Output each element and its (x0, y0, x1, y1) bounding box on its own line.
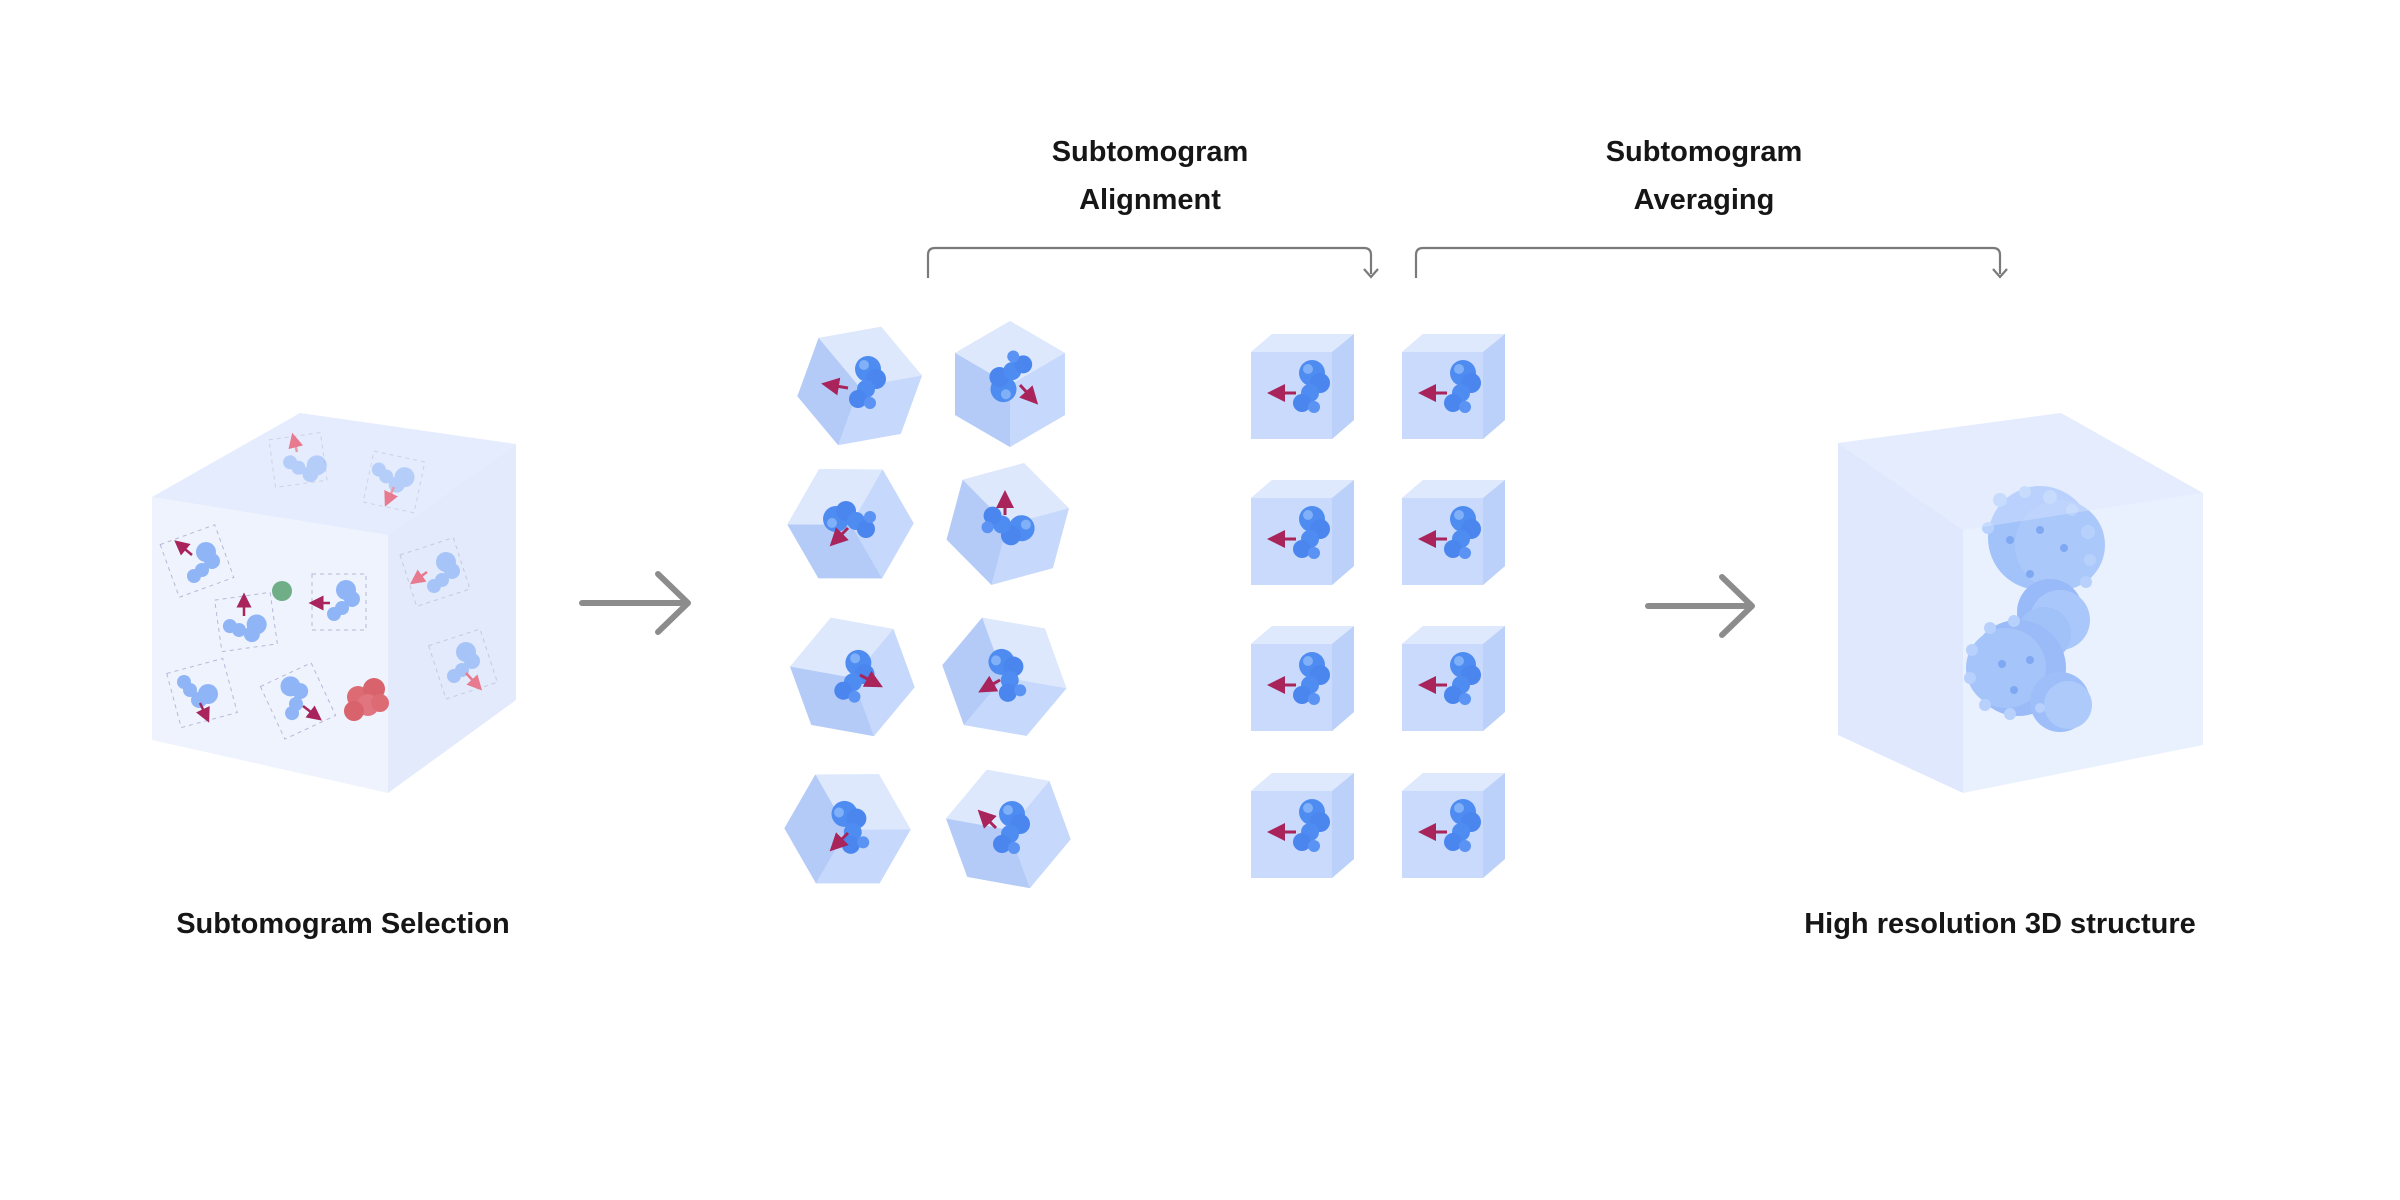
density-map (1964, 486, 2105, 732)
particle-1 (159, 524, 235, 598)
averaging-bracket (1414, 246, 2008, 279)
particle-6 (399, 537, 471, 607)
flow-arrow-2 (1645, 574, 1755, 638)
selection-label: Subtomogram Selection (176, 908, 510, 940)
particle-3 (308, 573, 367, 631)
particle-8 (268, 432, 331, 490)
particle-5 (259, 662, 337, 740)
result-volume (1838, 413, 2203, 793)
particle-9 (362, 450, 426, 514)
alignment-bracket (926, 246, 1379, 279)
green-particle (272, 581, 292, 601)
result-label: High resolution 3D structure (1804, 908, 2196, 940)
red-particle (344, 678, 389, 721)
particle-4 (166, 657, 238, 729)
rotated-subtomograms (768, 307, 1087, 911)
selection-volume (152, 413, 516, 793)
particle-2 (214, 591, 278, 653)
particle-7 (428, 628, 498, 700)
aligned-subtomograms (1251, 334, 1505, 878)
alignment-label-line2: Alignment (1079, 184, 1221, 216)
flow-arrow-1 (579, 571, 691, 635)
alignment-label-line1: Subtomogram (1051, 136, 1249, 168)
averaging-label-line1: Subtomogram (1605, 136, 1803, 168)
averaging-label-line2: Averaging (1633, 184, 1775, 216)
